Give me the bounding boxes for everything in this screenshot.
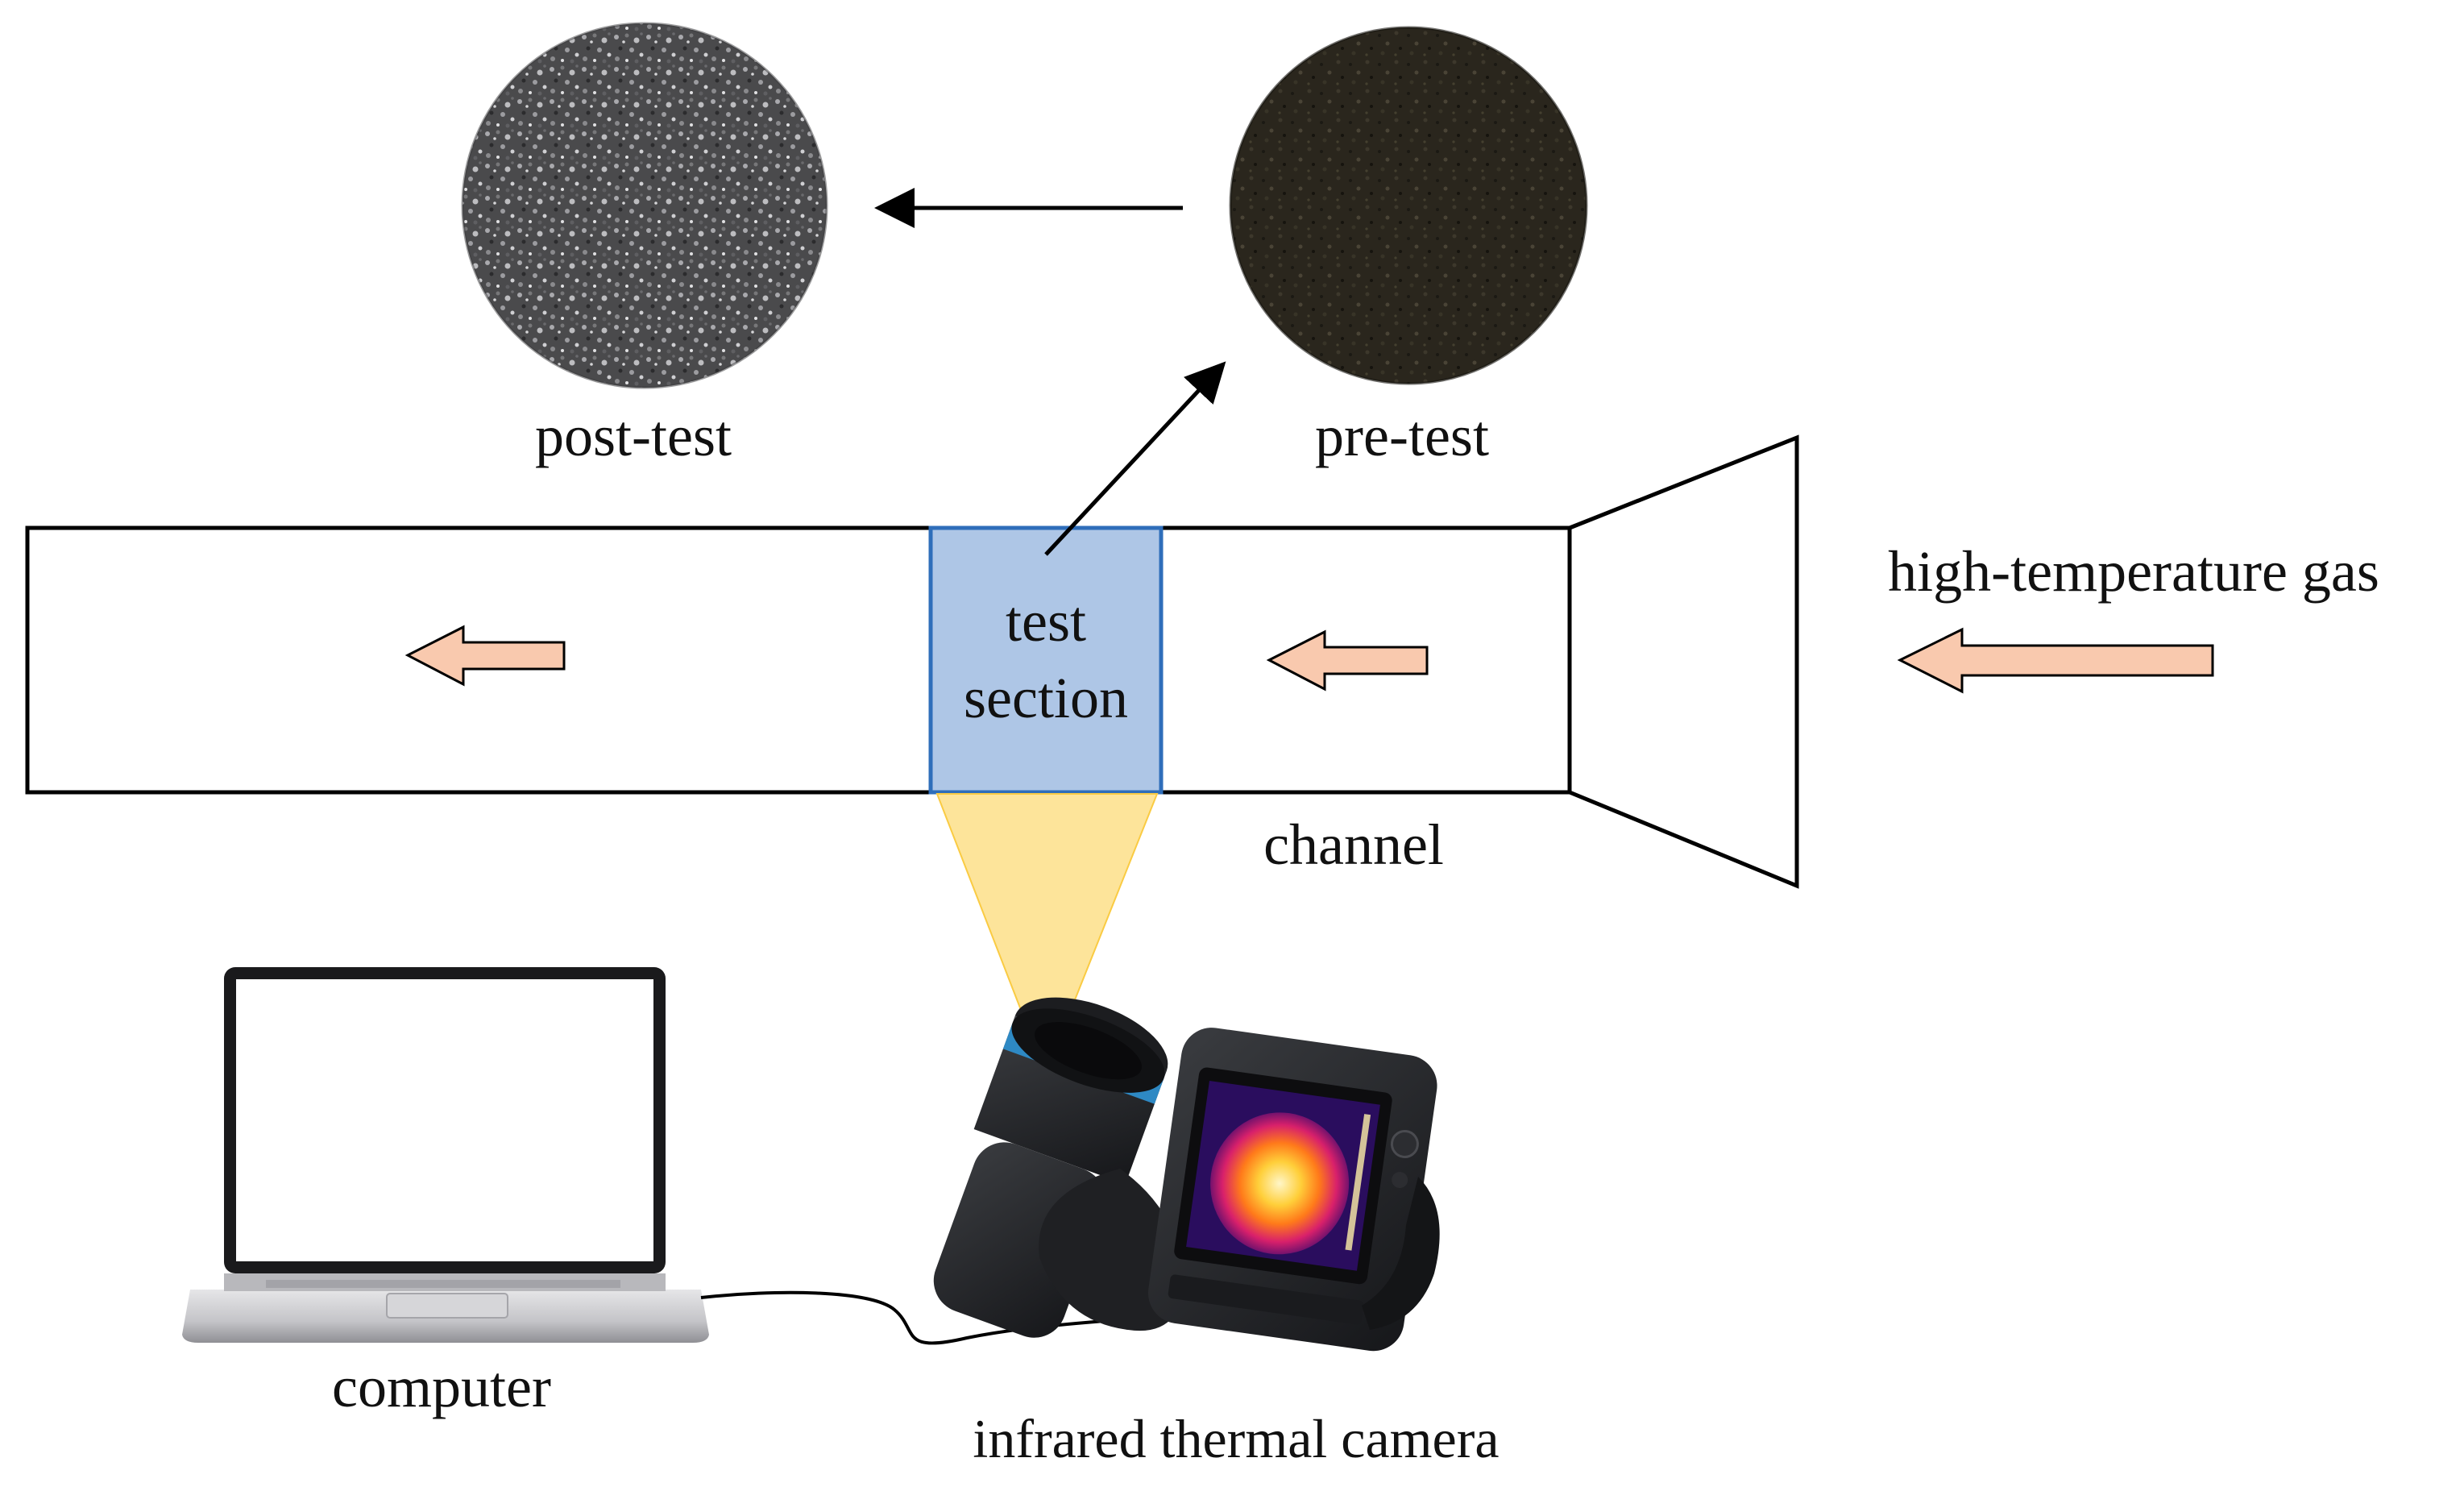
channel-label: channel: [1263, 812, 1444, 877]
pre-test-label: pre-test: [1315, 404, 1489, 468]
laptop-icon: [182, 967, 709, 1343]
pre-test-sample: [1229, 26, 1588, 385]
camera-view-cone: [935, 793, 1159, 1011]
flow-arrow-upstream: [1266, 629, 1429, 692]
computer-label: computer: [332, 1355, 551, 1419]
flow-arrow-inlet: [1897, 627, 2214, 694]
infrared-thermal-camera-label: infrared thermal camera: [973, 1408, 1499, 1469]
flow-arrow-outlet: [404, 625, 566, 687]
thermal-camera-icon: [933, 997, 1440, 1352]
test-section-label-line1: test: [1006, 589, 1086, 654]
high-temperature-gas-label: high-temperature gas: [1888, 539, 2379, 604]
post-test-label: post-test: [535, 404, 732, 468]
post-test-sample: [461, 22, 828, 389]
test-section-label-line2: section: [964, 666, 1128, 730]
section-to-pretest-arrow: [1044, 361, 1226, 556]
gas-inlet-nozzle: [1567, 434, 1799, 889]
test-section: [928, 525, 1164, 795]
